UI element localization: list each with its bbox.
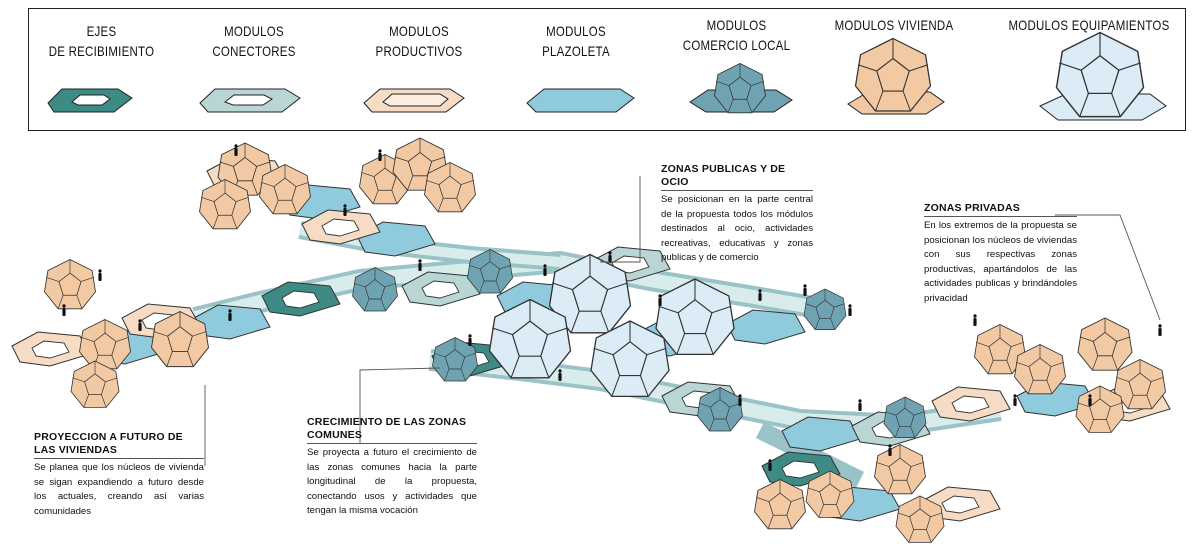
teal-dodecahedron-icon <box>689 63 793 114</box>
dark-teal-pentagon-ring-icon <box>47 88 133 113</box>
annotation-title-privadas: ZONAS PRIVADAS <box>924 202 1077 217</box>
legend-item-plazoleta: MODULOS PLAZOLETA <box>501 21 651 61</box>
legend-label-ejes: EJES DE RECIBIMIENTO <box>48 23 155 59</box>
annotation-body-publicas: Se posicionan en la parte central de la … <box>661 194 813 264</box>
legend-item-equipamientos: MODULOS EQUIPAMIENTOS <box>989 15 1189 35</box>
peach-dodecahedron-icon <box>847 37 945 115</box>
annotation-title-proyeccion: PROYECCION A FUTURO DE LAS VIVIENDAS <box>34 431 204 459</box>
legend-item-ejes: EJES DE RECIBIMIENTO <box>29 21 174 61</box>
legend-item-comercio: MODULOS COMERCIO LOCAL <box>654 15 819 55</box>
annotation-crecimiento: CRECIMIENTO DE LAS ZONAS COMUNES Se proy… <box>307 416 477 519</box>
legend-label-plazoleta: MODULOS PLAZOLETA <box>542 23 610 59</box>
peach-pentagon-ring-icon <box>363 88 465 113</box>
legend-box: EJES DE RECIBIMIENTO MODULOS CONECTORES … <box>28 8 1186 131</box>
annotation-title-publicas: ZONAS PUBLICAS Y DE OCIO <box>661 163 813 191</box>
legend-item-conectores: MODULOS CONECTORES <box>179 21 329 61</box>
legend-label-equipamientos: MODULOS EQUIPAMIENTOS <box>1008 17 1170 33</box>
annotation-title-crecimiento: CRECIMIENTO DE LAS ZONAS COMUNES <box>307 416 477 444</box>
annotation-body-privadas: En los extremos de la propuesta se posic… <box>924 220 1077 304</box>
pale-blue-dodecahedron-icon <box>1039 31 1167 121</box>
annotation-zonas-publicas: ZONAS PUBLICAS Y DE OCIO Se posicionan e… <box>661 163 813 266</box>
annotation-leader-lines <box>204 176 1161 466</box>
legend-label-conectores: MODULOS CONECTORES <box>212 23 296 59</box>
annotation-body-proyeccion: Se planea que los núcleos de vivienda se… <box>34 462 204 517</box>
annotation-proyeccion: PROYECCION A FUTURO DE LAS VIVIENDAS Se … <box>34 431 204 519</box>
light-teal-pentagon-ring-icon <box>199 88 301 113</box>
blue-pentagon-plate-icon <box>526 88 635 113</box>
legend-label-productivos: MODULOS PRODUCTIVOS <box>375 23 463 59</box>
legend-item-productivos: MODULOS PRODUCTIVOS <box>344 21 494 61</box>
annotation-zonas-privadas: ZONAS PRIVADAS En los extremos de la pro… <box>924 202 1077 307</box>
legend-label-comercio: MODULOS COMERCIO LOCAL <box>682 17 791 53</box>
legend-item-vivienda: MODULOS VIVIENDA <box>809 15 979 35</box>
annotation-body-crecimiento: Se proyecta a futuro el crecimiento de l… <box>307 447 477 517</box>
legend-label-vivienda: MODULOS VIVIENDA <box>834 17 954 33</box>
